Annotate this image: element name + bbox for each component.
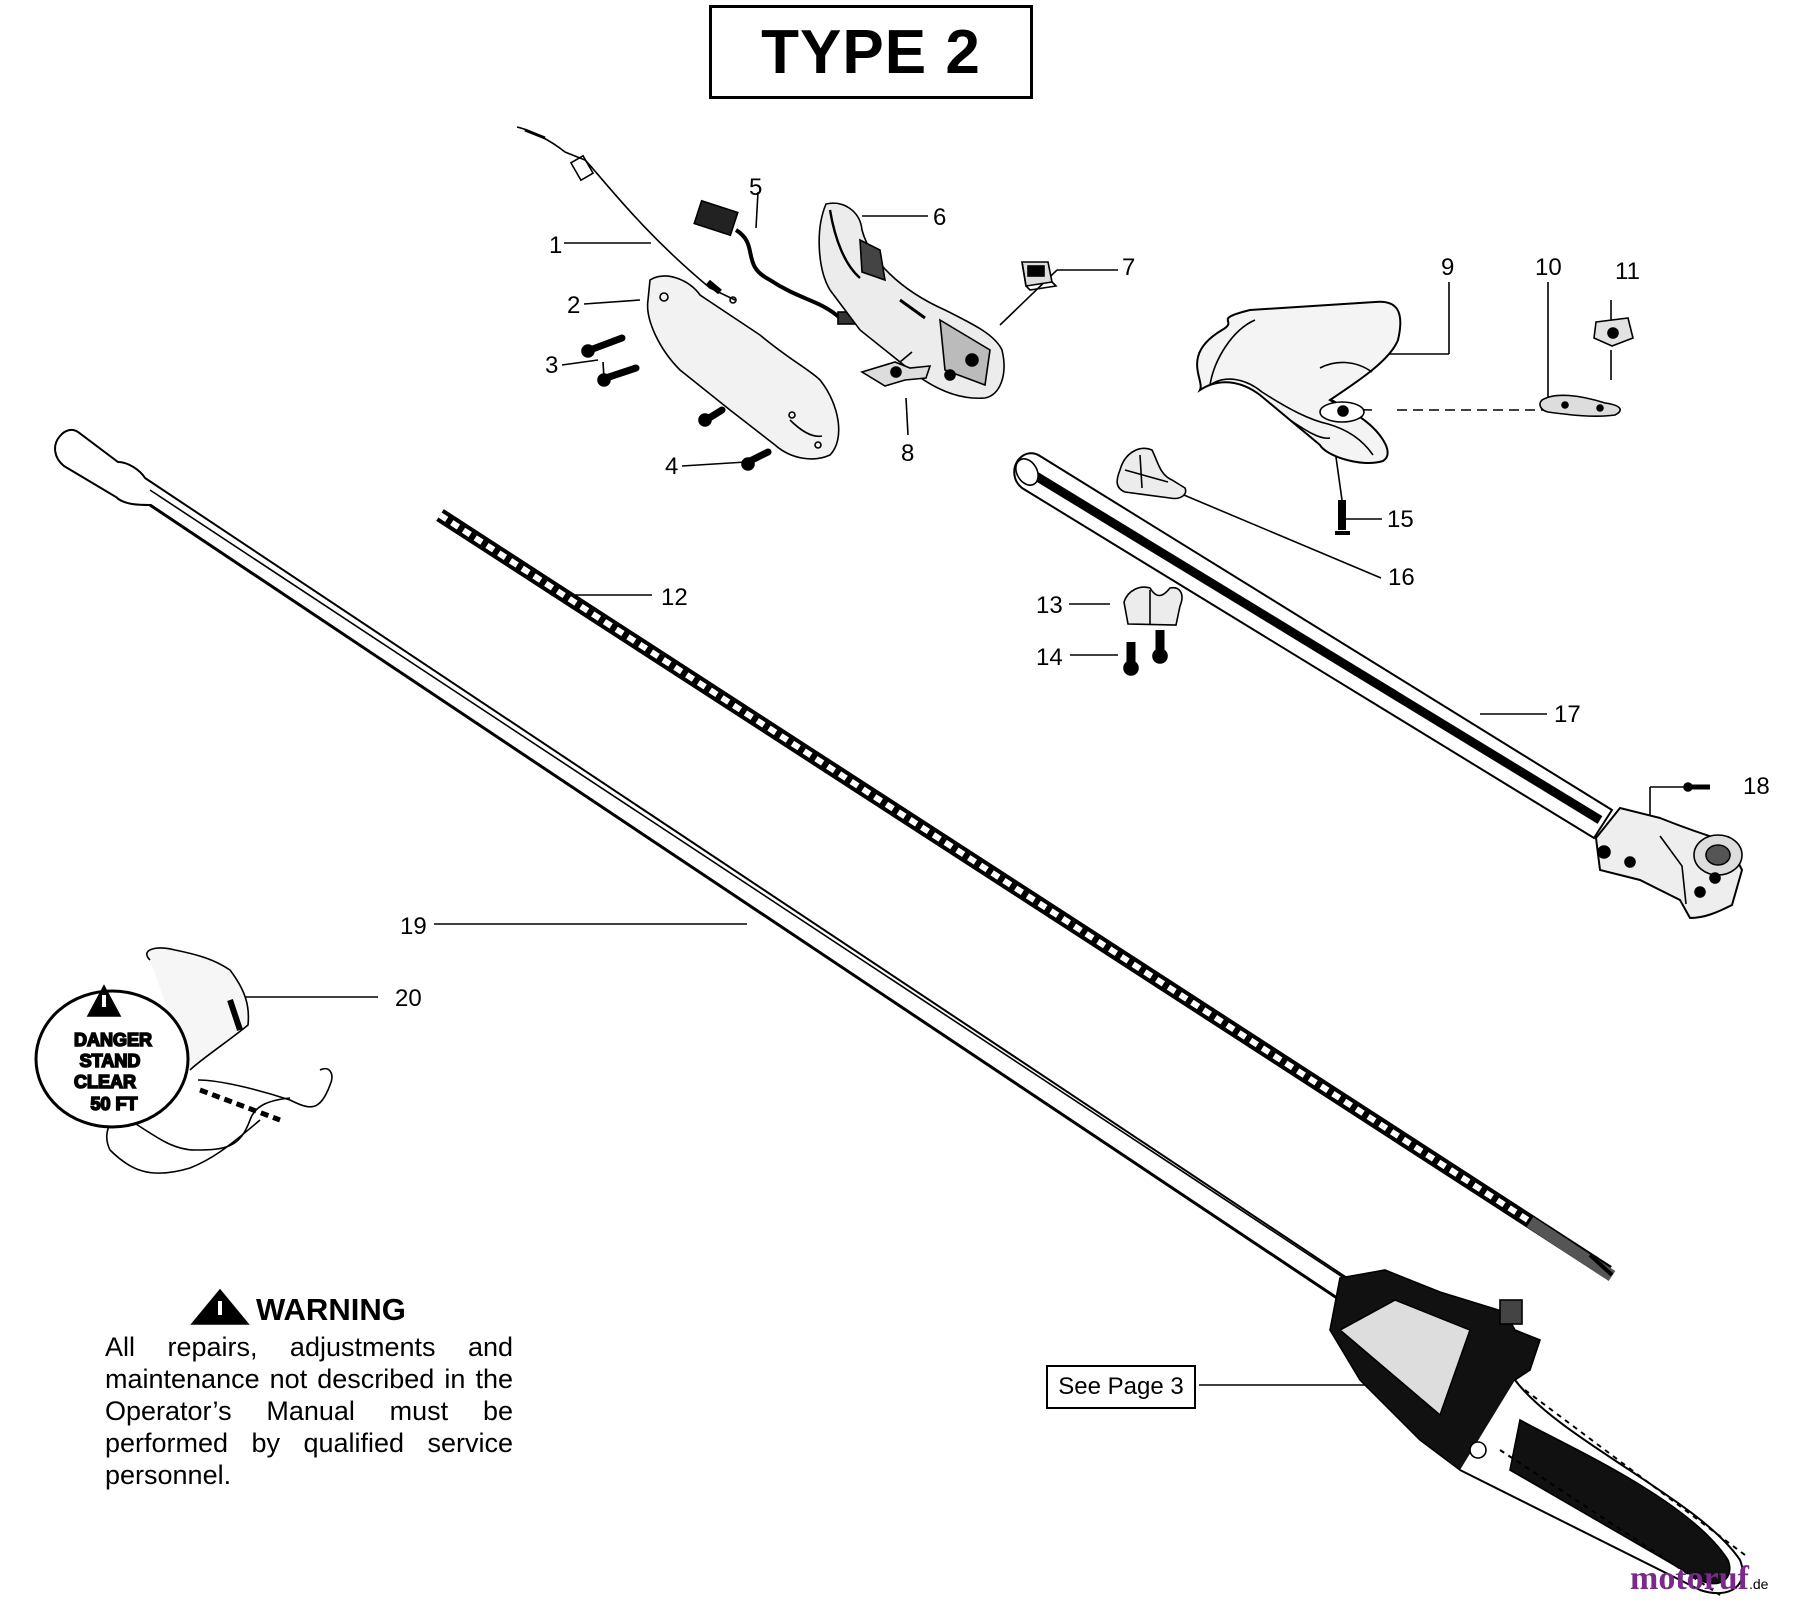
part-20-shoulder-strap: [105, 947, 333, 1174]
callout-4: 4: [665, 453, 679, 480]
part-4-screws: [698, 406, 772, 471]
part-14-screws: [1123, 630, 1168, 676]
part-1-throttle-cable: [516, 126, 737, 304]
callout-18: 18: [1743, 773, 1770, 800]
diagram-title-box: TYPE 2: [709, 5, 1033, 99]
part-3-screws: [581, 334, 640, 387]
callout-14: 14: [1036, 644, 1063, 671]
callout-3: 3: [545, 352, 559, 379]
gearbox-housing: [1594, 806, 1744, 920]
part-16-bracket: [1116, 447, 1187, 500]
part-15-screw: [1335, 500, 1350, 535]
watermark-suffix: .de: [1748, 1576, 1769, 1592]
callout-6: 6: [933, 204, 947, 231]
part-8-trigger: [860, 351, 932, 387]
danger-badge: DANGER STAND CLEAR 50 FT: [34, 984, 190, 1129]
badge-line-2: STAND: [80, 1051, 141, 1071]
callout-7: 7: [1122, 254, 1136, 281]
part-11-knob: [1593, 317, 1634, 347]
part-2-handle-half: [646, 275, 840, 460]
callout-2: 2: [567, 292, 581, 319]
callout-5: 5: [749, 174, 763, 201]
callout-13: 13: [1036, 592, 1063, 619]
watermark: motoruf.de: [1630, 1560, 1768, 1598]
part-9-loop-handle: [1196, 300, 1402, 464]
callout-15: 15: [1387, 506, 1414, 533]
callout-9: 9: [1441, 254, 1455, 281]
callout-8: 8: [901, 440, 915, 467]
callout-10: 10: [1535, 254, 1562, 281]
badge-line-1: DANGER: [74, 1030, 152, 1050]
warning-heading: WARNING: [256, 1292, 406, 1327]
diagram-title: TYPE 2: [761, 17, 981, 87]
part-13-clamp: [1123, 586, 1183, 626]
part-7-switch: [1021, 261, 1058, 291]
badge-line-3: CLEAR: [74, 1072, 136, 1092]
pole-saw-head: [1329, 1269, 1746, 1596]
callout-1: 1: [549, 232, 563, 259]
warning-triangle-icon: [190, 1288, 250, 1325]
see-page-reference: See Page 3: [1046, 1365, 1196, 1409]
warning-heading-row: WARNING: [188, 1292, 406, 1328]
part-17-drive-tube: [1013, 452, 1614, 840]
watermark-name: motoruf: [1630, 1560, 1749, 1597]
part-10-clamp-plate: [1539, 394, 1621, 418]
badge-line-4: 50 FT: [90, 1094, 137, 1114]
warning-text: All repairs, adjustments and maintenance…: [105, 1332, 513, 1490]
part-18-screw: [1683, 782, 1710, 792]
part-12-drive-shaft: [436, 509, 1616, 1282]
part-6-handle-housing: [818, 202, 1005, 400]
callout-19: 19: [400, 913, 427, 940]
callout-17: 17: [1554, 701, 1581, 728]
callout-11: 11: [1615, 258, 1640, 285]
callout-12: 12: [661, 584, 688, 611]
callout-20: 20: [395, 985, 422, 1012]
callout-16: 16: [1388, 564, 1415, 591]
